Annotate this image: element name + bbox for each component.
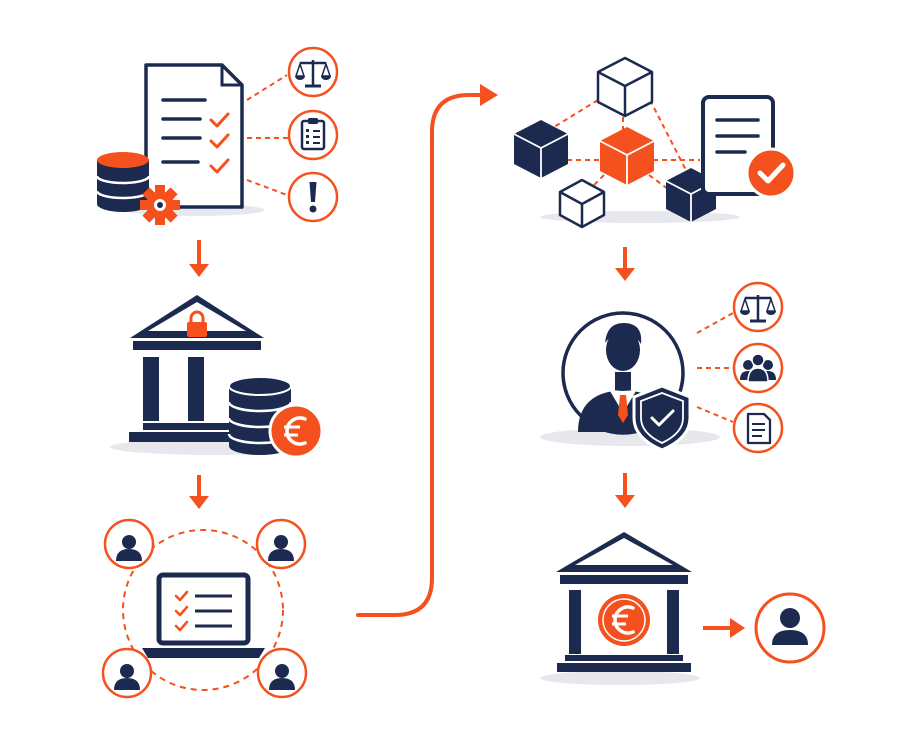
connector-lines <box>696 312 734 423</box>
laptop-checklist-icon <box>142 572 265 658</box>
down-arrow-icon <box>615 473 635 508</box>
step-bank-funds <box>110 295 324 459</box>
down-arrow-icon <box>189 475 209 509</box>
scales-icon <box>732 281 784 333</box>
step-compliance-documents <box>95 46 339 225</box>
user-icon <box>255 518 307 570</box>
down-arrow-icon <box>615 247 635 281</box>
network-ring <box>122 529 284 691</box>
step-user-network <box>101 518 308 699</box>
user-icon <box>101 647 153 699</box>
cube-icon <box>558 178 606 229</box>
column-connector-arrow <box>356 84 498 617</box>
group-icon <box>732 342 784 394</box>
cube-icon <box>596 56 654 118</box>
gear-icon <box>140 185 180 225</box>
scales-icon <box>287 46 339 98</box>
document-icon <box>732 402 784 454</box>
checkmark-icon <box>745 147 797 199</box>
cube-icon <box>513 120 569 178</box>
bank-icon <box>556 532 692 672</box>
exclamation-icon <box>287 171 339 223</box>
clipboard-icon <box>287 109 339 161</box>
shield-check-icon <box>632 384 692 452</box>
down-arrow-icon <box>189 240 209 277</box>
connector-lines <box>246 74 288 196</box>
user-icon <box>754 592 826 664</box>
step-blockchain-verification <box>513 56 797 229</box>
cube-icon <box>599 127 655 185</box>
euro-icon <box>598 594 650 646</box>
ground-shadow <box>540 671 700 685</box>
lock-icon <box>187 310 207 337</box>
step-compliance-officer <box>540 281 784 454</box>
bank-icon <box>129 295 264 442</box>
euro-icon <box>268 403 324 459</box>
step-bank-payout <box>540 532 826 685</box>
user-icon <box>103 518 155 570</box>
right-arrow-icon <box>703 618 745 638</box>
user-icon <box>256 647 308 699</box>
